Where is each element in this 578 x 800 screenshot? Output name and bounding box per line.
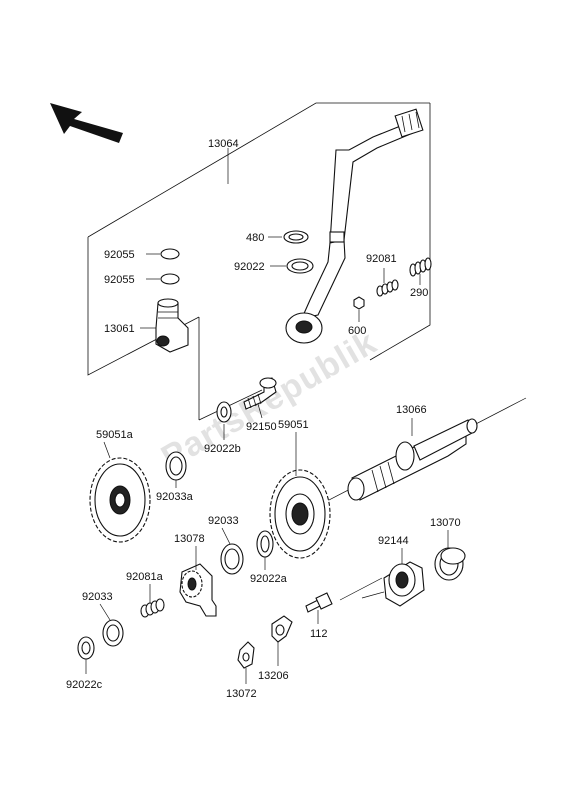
front-direction-arrow-icon [50,103,123,143]
washer-92022b [216,401,232,423]
part-label-480: 480 [246,232,264,244]
washer-92033-upper [220,543,244,575]
guide-13070 [434,547,466,581]
return-spring-92144 [361,561,425,607]
part-label-92022a: 92022a [250,573,288,585]
part-label-13072: 13072 [226,688,257,700]
part-label-92081: 92081 [366,253,397,265]
kick-pedal-lever [285,108,424,344]
assembly-outline-top [87,102,430,238]
part-label-13070: 13070 [430,517,461,529]
part-label-92033a: 92033a [156,491,194,503]
ratchet-13078 [179,563,217,617]
leader-line [99,603,111,621]
part-label-92055: 92055 [104,249,135,261]
part-label-92033: 92033 [82,591,113,603]
spring-92081 [376,279,399,297]
part-label-92022b: 92022b [204,443,241,455]
part-label-59051: 59051 [278,419,309,431]
spring-290 [409,257,432,277]
axis-line-lower [339,577,383,601]
part-label-13066: 13066 [396,404,427,416]
pivot-13061 [155,298,189,353]
part-label-92081a: 92081a [126,571,164,583]
washer-92022a [256,530,274,558]
plate-13072 [237,641,255,669]
part-label-92033: 92033 [208,515,239,527]
part-label-92022c: 92022c [66,679,103,691]
axis-line-main [198,389,263,421]
part-label-92150: 92150 [246,421,277,433]
washer-92033-lower [102,619,124,647]
part-label-290: 290 [410,287,428,299]
leader-line [103,441,111,459]
watermark: PartsRepublik [155,323,383,477]
ball-600 [353,296,365,310]
stopper-13206 [271,615,293,643]
gear-59051a [89,457,151,543]
kickstarter-shaft-13066 [347,418,478,501]
leader-line [257,403,263,419]
spring-92081a [140,598,165,618]
leader-line [221,527,231,545]
bolt-112 [305,592,333,613]
part-label-13078: 13078 [174,533,205,545]
assembly-outline-right [369,103,431,361]
washer-480 [283,230,309,244]
bolt-92150 [243,377,277,410]
part-label-92144: 92144 [378,535,409,547]
part-label-59051a: 59051a [96,429,134,441]
part-label-92022: 92022 [234,261,265,273]
part-label-112: 112 [310,628,328,640]
o-ring-92055-upper [160,248,180,260]
washer-92022 [286,258,314,274]
gear-59051 [269,469,331,559]
part-label-13061: 13061 [104,323,135,335]
washer-92033a [165,451,187,481]
part-label-92055: 92055 [104,274,135,286]
part-label-13206: 13206 [258,670,289,682]
o-ring-92055-lower [160,273,180,285]
part-label-600: 600 [348,325,366,337]
part-label-13064: 13064 [208,138,239,150]
washer-92022c [77,636,95,660]
